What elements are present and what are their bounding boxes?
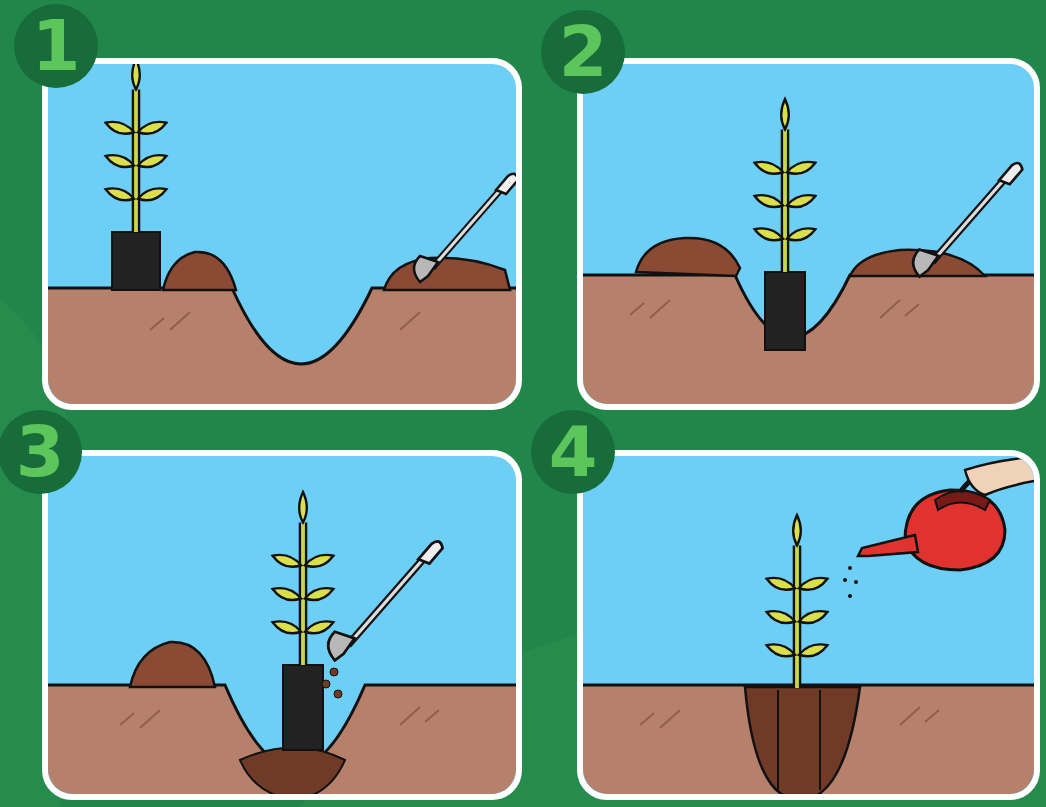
step-panel: 3	[42, 450, 522, 800]
step-panel: 4	[577, 450, 1040, 800]
step-number: 1	[14, 4, 98, 88]
step-number: 2	[541, 10, 625, 94]
step-number: 4	[531, 410, 615, 494]
step-panel: 2	[577, 58, 1040, 410]
step-panel: 1	[42, 58, 522, 410]
step-number: 3	[0, 410, 82, 494]
